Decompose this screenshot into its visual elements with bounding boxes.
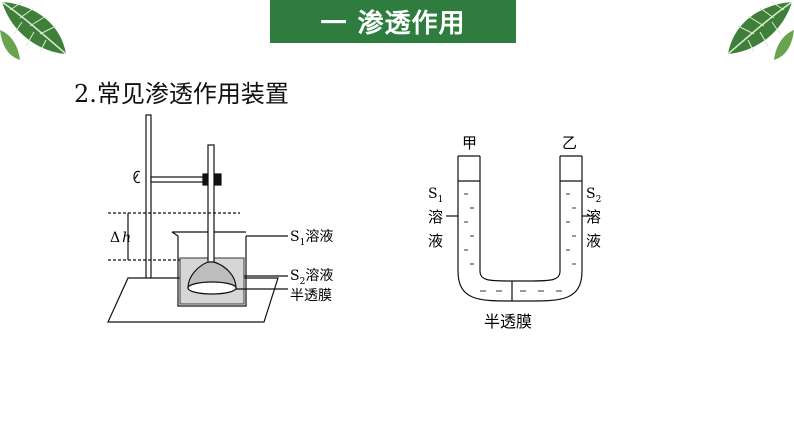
section-title: 一 渗透作用 (320, 9, 466, 39)
s2-solution-label: S2溶液 (290, 268, 333, 287)
osmosis-apparatus-u-tube: 甲 乙 S1 溶 液 S2 溶 液 半透膜 (428, 134, 601, 331)
s2-line2: 液 (586, 232, 601, 250)
s1-solution-label: S1溶液 (290, 229, 333, 248)
membrane-label: 半透膜 (290, 288, 332, 304)
s2-line1: 溶 (586, 208, 601, 226)
s1-line1: 溶 (428, 208, 443, 226)
s2-label: S2 (586, 186, 601, 205)
s1-line2: 液 (428, 232, 443, 250)
section-title-banner: 一 渗透作用 (270, 0, 516, 43)
s1-label: S1 (428, 186, 443, 205)
leaf-decoration-right (727, 1, 794, 60)
right-arm-label: 乙 (562, 134, 577, 152)
u-tube-membrane-label: 半透膜 (484, 312, 532, 331)
leaf-decoration-left (0, 1, 67, 60)
heading: 2.常见渗透作用装置 (74, 80, 289, 108)
left-arm-label: 甲 (462, 134, 477, 152)
